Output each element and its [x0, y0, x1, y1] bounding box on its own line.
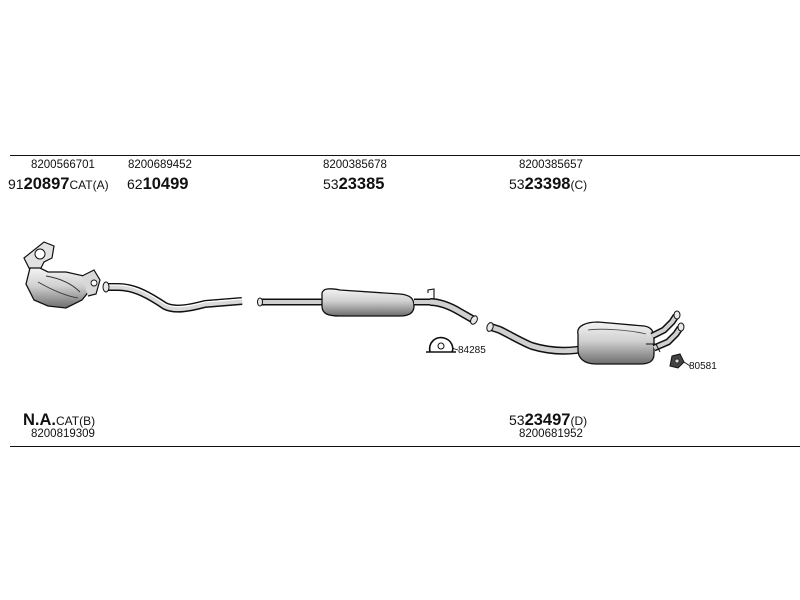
- part-oem-number: 8200681952: [519, 428, 583, 440]
- part-suffix: (C): [570, 178, 588, 192]
- part-code: 20897: [23, 175, 70, 193]
- part-code: 10499: [142, 175, 189, 193]
- part-oem-number: 8200385657: [519, 159, 583, 171]
- bottom-divider-line: [10, 446, 800, 447]
- pipe-clamp-drawing: [426, 336, 459, 353]
- part-suffix: CAT(A): [69, 178, 109, 192]
- top-divider-line: [10, 155, 800, 156]
- part-oem-number: 8200689452: [128, 159, 192, 171]
- part-prefix: 62: [127, 176, 143, 192]
- part-number: N.A.CAT(B): [23, 412, 95, 429]
- front-pipe-drawing: [102, 281, 243, 313]
- part-code: 23398: [524, 175, 571, 193]
- part-suffix: CAT(B): [56, 414, 96, 428]
- part-code: 23497: [524, 411, 571, 429]
- part-number: 5323398(C): [509, 176, 587, 193]
- rubber-hanger-part-label: 80581: [689, 361, 717, 372]
- part-number: 9120897CAT(A): [8, 176, 109, 193]
- part-code: N.A.: [23, 411, 56, 429]
- part-prefix: 53: [509, 412, 525, 428]
- rubber-hanger-drawing: [669, 353, 691, 369]
- part-number: 5323497(D): [509, 412, 587, 429]
- part-code: 23385: [338, 175, 385, 193]
- part-number: 5323385: [323, 176, 384, 193]
- part-prefix: 53: [323, 176, 339, 192]
- center-silencer-drawing: [257, 288, 478, 325]
- catalytic-converter-drawing: [23, 241, 101, 309]
- rear-silencer-drawing: [486, 310, 685, 365]
- part-suffix: (D): [570, 414, 588, 428]
- part-number: 6210499: [127, 176, 188, 193]
- part-prefix: 91: [8, 176, 24, 192]
- part-oem-number: 8200819309: [31, 428, 95, 440]
- clamp-part-label: 84285: [458, 345, 486, 356]
- part-oem-number: 8200566701: [31, 159, 95, 171]
- part-oem-number: 8200385678: [323, 159, 387, 171]
- part-prefix: 53: [509, 176, 525, 192]
